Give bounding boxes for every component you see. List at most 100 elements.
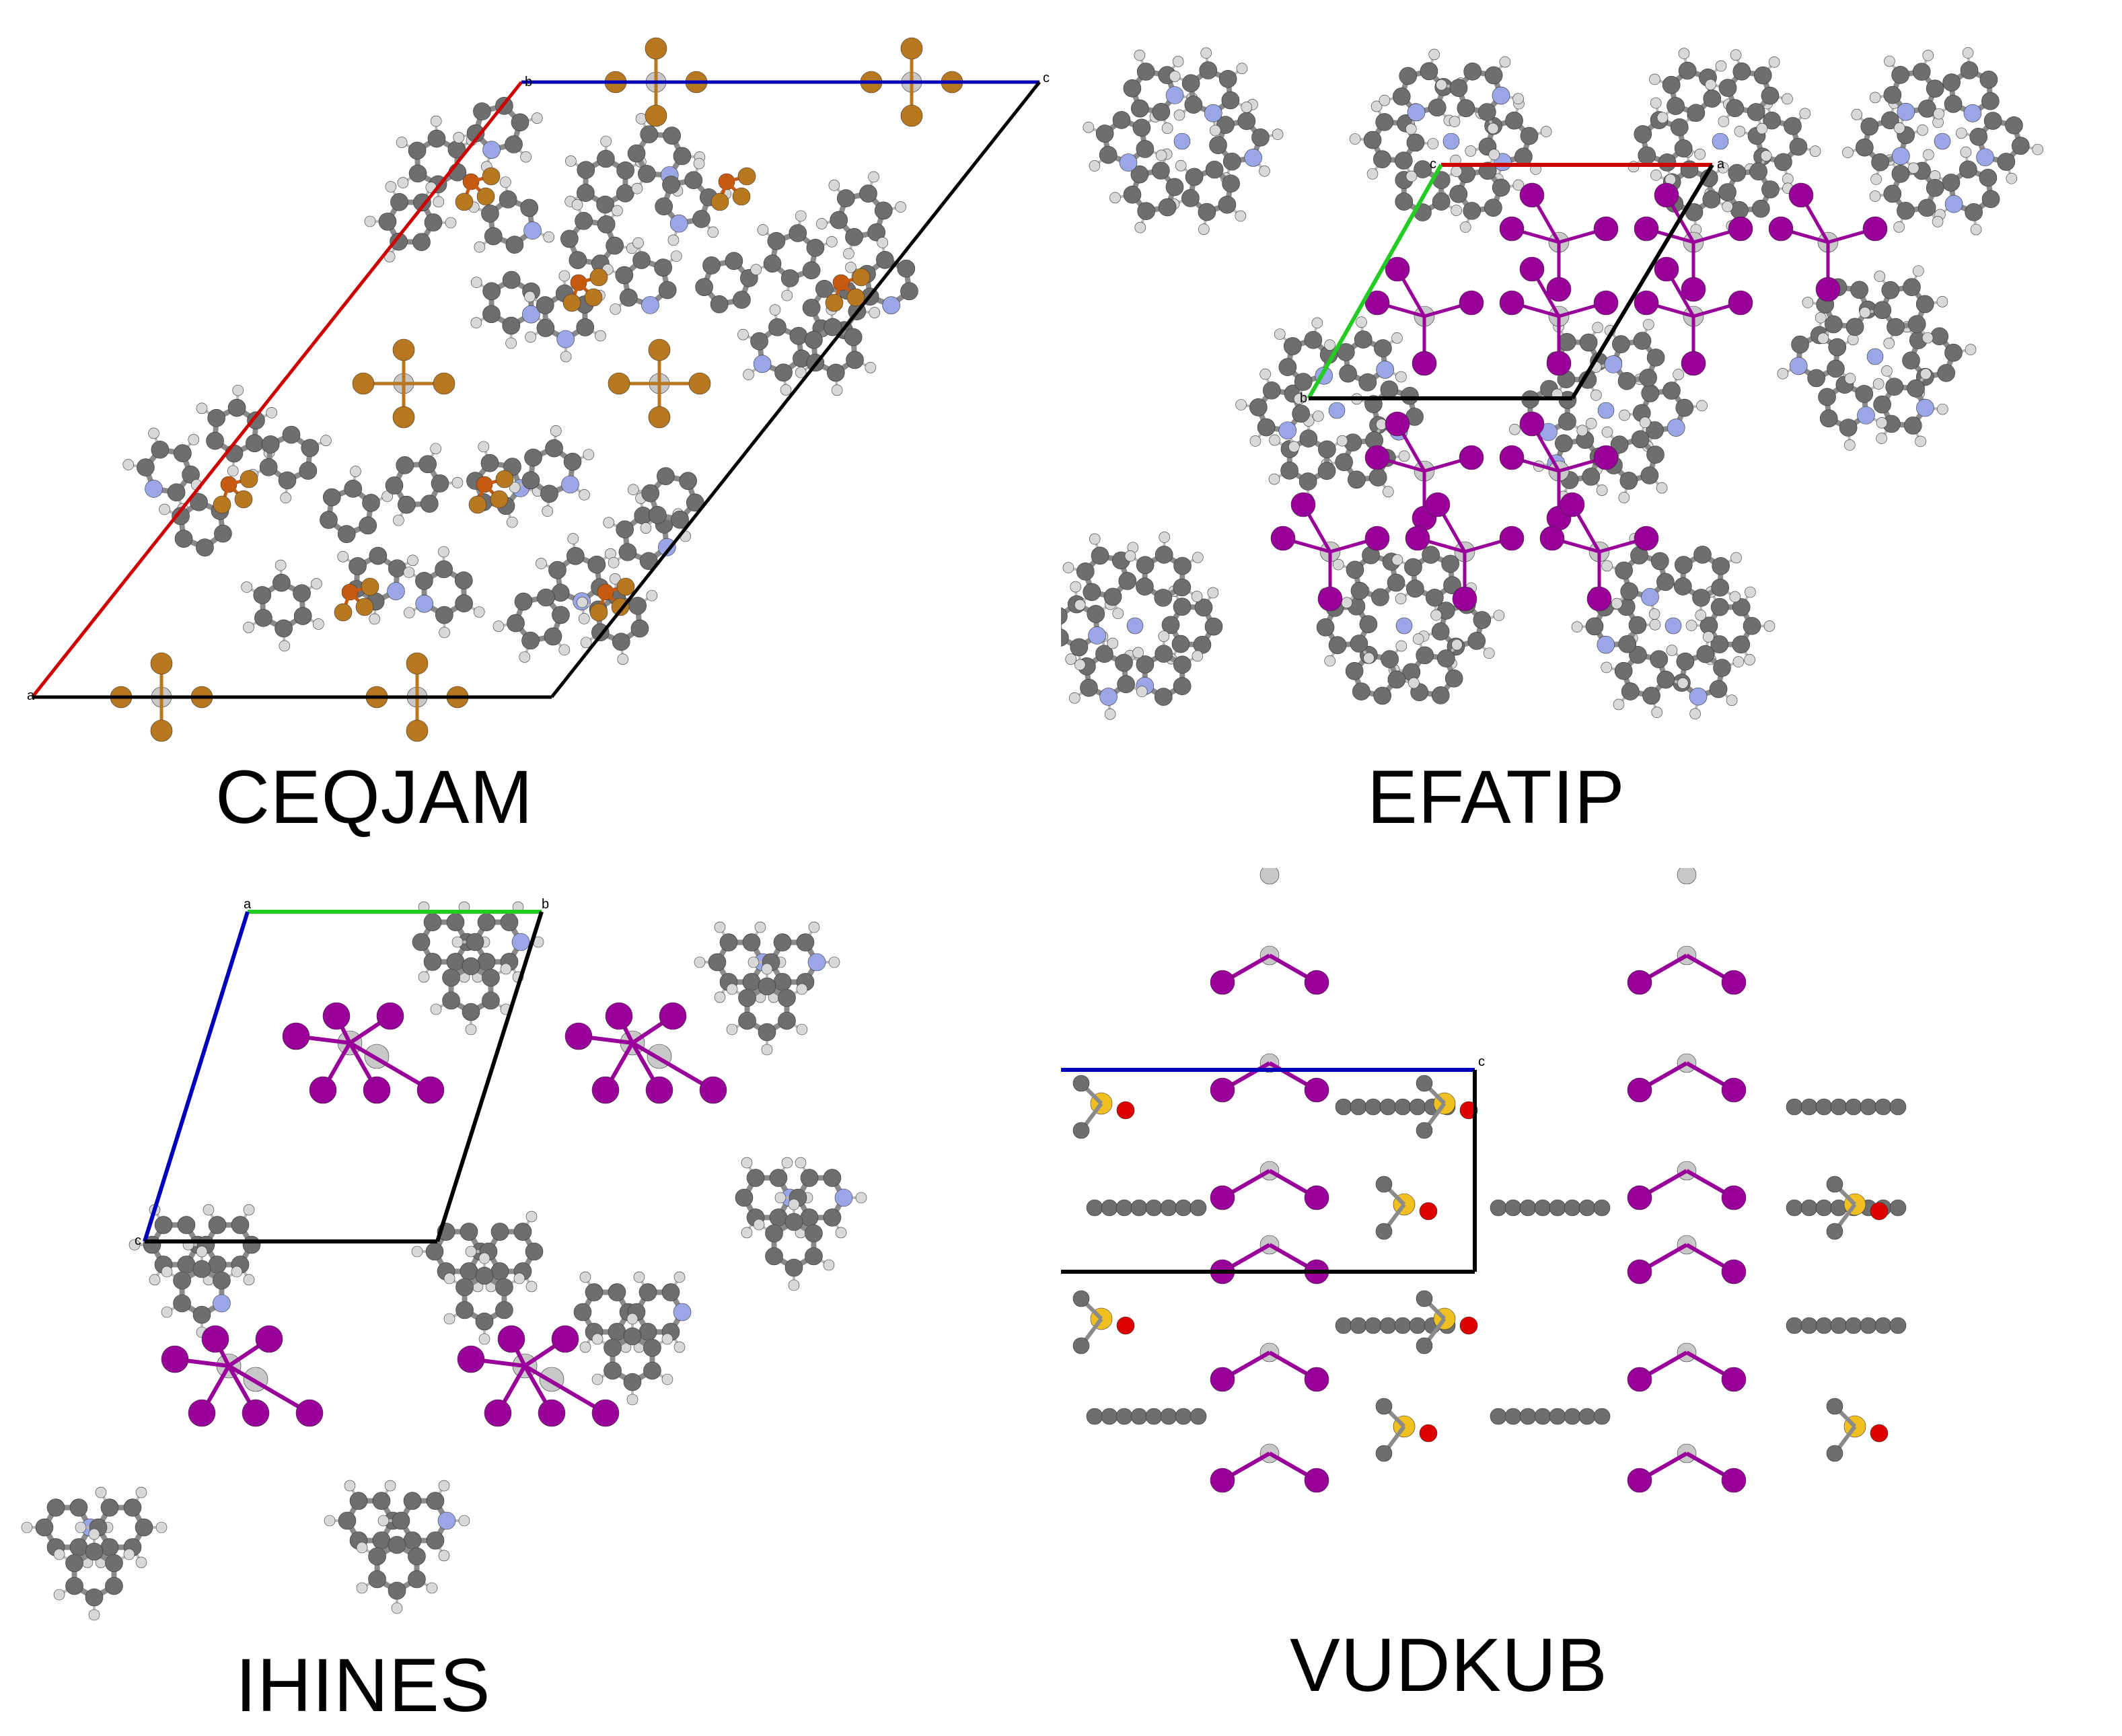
carbon-atom xyxy=(403,1531,422,1550)
carbon-atom xyxy=(1350,1317,1367,1334)
carbon-atom xyxy=(1136,140,1155,158)
carbon-atom xyxy=(455,1278,474,1297)
carbon-atom xyxy=(807,953,826,972)
iodine-atom xyxy=(1627,1259,1652,1285)
carbon-atom xyxy=(396,456,414,474)
hydrogen-atom xyxy=(1703,631,1714,643)
carbon-atom xyxy=(1371,588,1389,606)
ihines-axis-label-c: c xyxy=(135,1233,141,1248)
iodine-atom xyxy=(659,1002,687,1030)
ihines-axis-label-b: b xyxy=(542,897,549,912)
carbon-atom xyxy=(1981,92,2000,110)
iodine-atom xyxy=(1627,1185,1652,1210)
hydrogen-atom xyxy=(1488,149,1500,160)
hydrogen-atom xyxy=(603,517,615,528)
nitrogen-atom xyxy=(1395,617,1413,635)
carbon-atom xyxy=(214,524,232,543)
iodine-atom xyxy=(1634,290,1659,316)
iodine-atom xyxy=(1210,1468,1235,1493)
carbon-atom xyxy=(1818,388,1836,406)
hydrogen-atom xyxy=(754,921,766,933)
carbon-atom xyxy=(1136,577,1154,596)
iodine-atom xyxy=(1304,970,1329,995)
hydrogen-atom xyxy=(1158,630,1170,642)
carbon-atom xyxy=(1620,582,1639,601)
iodine-atom xyxy=(1560,492,1585,517)
bromine-atom xyxy=(234,490,253,509)
hydrogen-atom xyxy=(500,963,512,975)
carbon-atom xyxy=(1292,404,1310,423)
hydrogen-atom xyxy=(443,1313,455,1325)
carbon-atom xyxy=(845,228,863,246)
carbon-atom xyxy=(702,256,721,275)
iodine-atom xyxy=(1385,256,1410,282)
iodine-atom xyxy=(484,1399,512,1427)
carbon-atom xyxy=(362,494,380,512)
hydrogen-atom xyxy=(608,556,620,569)
hydrogen-atom xyxy=(1235,210,1247,222)
hydrogen-atom xyxy=(1175,159,1187,172)
hydrogen-atom xyxy=(1259,165,1270,177)
carbon-atom xyxy=(1564,1408,1581,1425)
carbon-atom xyxy=(661,1283,680,1301)
hydrogen-atom xyxy=(1313,410,1324,422)
carbon-atom xyxy=(2011,137,2030,155)
carbon-atom xyxy=(1160,1408,1177,1425)
hydrogen-atom xyxy=(1649,73,1660,85)
hydrogen-atom xyxy=(2006,172,2018,184)
hydrogen-atom xyxy=(1717,161,1729,174)
carbon-atom xyxy=(1072,1337,1090,1354)
carbon-atom xyxy=(301,439,320,457)
hydrogen-atom xyxy=(673,1271,686,1283)
carbon-atom xyxy=(1881,281,1900,299)
carbon-atom xyxy=(208,1256,227,1274)
hydrogen-atom xyxy=(550,425,562,437)
carbon-atom xyxy=(671,511,689,529)
hydrogen-atom xyxy=(231,1266,243,1278)
carbon-atom xyxy=(1387,670,1406,689)
carbon-atom xyxy=(1646,421,1664,439)
carbon-atom xyxy=(412,933,431,951)
carbon-atom xyxy=(1420,62,1438,81)
hydrogen-atom xyxy=(1718,116,1730,127)
hydrogen-atom xyxy=(1920,368,1932,380)
carbon-atom xyxy=(1136,655,1155,674)
carbon-atom xyxy=(800,1208,819,1227)
carbon-atom xyxy=(1830,1098,1847,1116)
hydrogen-atom xyxy=(243,1274,255,1286)
carbon-atom xyxy=(1855,385,1874,403)
hydrogen-atom xyxy=(1912,265,1924,277)
hydrogen-atom xyxy=(1601,661,1612,674)
bromine-atom xyxy=(616,577,635,596)
carbon-atom xyxy=(1137,202,1155,221)
iodine-atom xyxy=(1304,1077,1329,1103)
carbon-atom xyxy=(1244,149,1262,167)
carbon-atom xyxy=(1379,1098,1397,1116)
carbon-atom xyxy=(1194,598,1213,617)
carbon-atom xyxy=(196,538,214,557)
carbon-atom xyxy=(1406,133,1425,152)
carbon-atom xyxy=(1221,91,1240,110)
carbon-atom xyxy=(658,538,676,556)
carbon-atom xyxy=(569,251,587,269)
hydrogen-atom xyxy=(1293,393,1305,405)
hydrogen-atom xyxy=(580,637,592,649)
hydrogen-atom xyxy=(525,1210,538,1223)
carbon-atom xyxy=(1467,632,1486,650)
bromine-atom xyxy=(455,192,474,211)
iodine-atom xyxy=(1593,290,1619,316)
hydrogen-atom xyxy=(1650,97,1662,109)
carbon-atom xyxy=(1713,659,1731,677)
hydrogen-atom xyxy=(1592,322,1603,334)
carbon-atom xyxy=(344,480,363,498)
carbon-atom xyxy=(1091,546,1109,565)
carbon-atom xyxy=(1473,611,1492,629)
carbon-atom xyxy=(1354,330,1373,349)
carbon-atom xyxy=(1650,552,1669,571)
carbon-atom xyxy=(1944,343,1963,362)
hydrogen-atom xyxy=(578,613,590,624)
carbon-atom xyxy=(1152,102,1171,121)
iodine-atom xyxy=(376,1002,404,1030)
carbon-atom xyxy=(556,330,575,349)
carbon-atom xyxy=(1702,190,1721,209)
